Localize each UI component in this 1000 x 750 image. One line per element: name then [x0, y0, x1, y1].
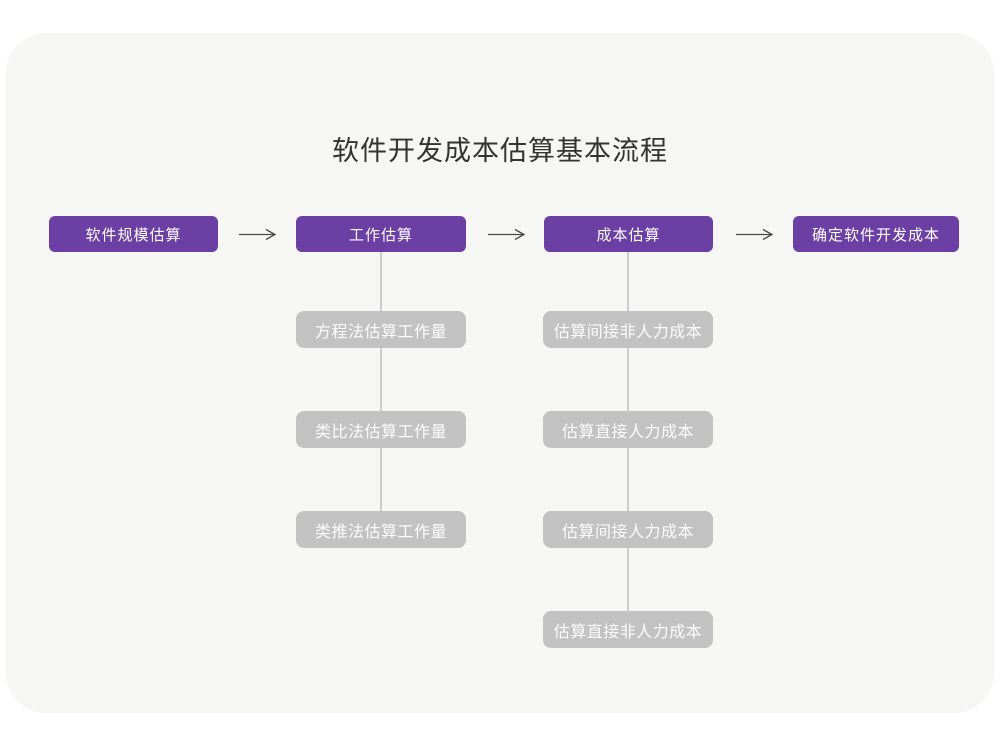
right-arrow-icon [238, 228, 278, 241]
right-arrow-icon [487, 228, 527, 241]
substep-indirect-labor-cost[interactable]: 估算间接人力成本 [543, 511, 713, 548]
flow-step-determine-development-cost[interactable]: 确定软件开发成本 [793, 216, 959, 252]
diagram-panel: 软件开发成本估算基本流程 软件规模估算 工作估算 成本估算 确定软件开发成本 [6, 33, 994, 713]
flow-step-software-scale-estimation[interactable]: 软件规模估算 [49, 216, 218, 252]
flow-step-work-estimation[interactable]: 工作估算 [296, 216, 466, 252]
substep-extrapolation-method[interactable]: 类推法估算工作量 [296, 511, 466, 548]
substep-equation-method[interactable]: 方程法估算工作量 [296, 311, 466, 348]
flow-step-cost-estimation[interactable]: 成本估算 [544, 216, 713, 252]
connector-line-work-estimation [380, 219, 382, 529]
diagram-title: 软件开发成本估算基本流程 [332, 136, 668, 166]
substep-direct-labor-cost[interactable]: 估算直接人力成本 [543, 411, 713, 448]
substep-indirect-non-labor-cost[interactable]: 估算间接非人力成本 [543, 311, 713, 348]
substep-analogy-method[interactable]: 类比法估算工作量 [296, 411, 466, 448]
substep-direct-non-labor-cost[interactable]: 估算直接非人力成本 [543, 611, 713, 648]
right-arrow-icon [735, 228, 775, 241]
